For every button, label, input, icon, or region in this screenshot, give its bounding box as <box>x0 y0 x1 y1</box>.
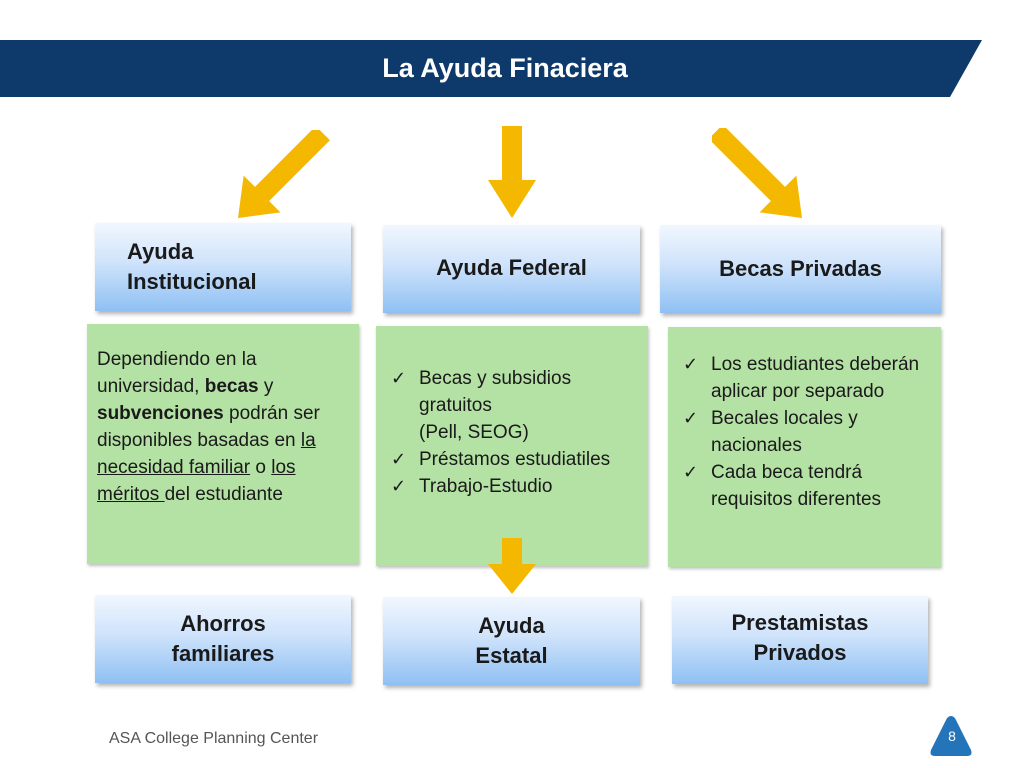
list-item: ✓Cada beca tendrá requisitos diferentes <box>681 459 933 513</box>
box-ayuda-estatal: Ayuda Estatal <box>383 597 640 685</box>
box-label: Becas Privadas <box>719 256 882 281</box>
checkmark-icon: ✓ <box>683 462 699 482</box>
checkmark-icon: ✓ <box>391 368 407 388</box>
checkmark-icon: ✓ <box>683 408 699 428</box>
institucional-paragraph: Dependiendo en la universidad, becas y s… <box>97 349 320 505</box>
box-line: Prestamistas <box>731 610 869 635</box>
title-banner-shape <box>0 40 982 97</box>
box-line: Ahorros <box>180 611 266 636</box>
checkmark-icon: ✓ <box>391 449 407 469</box>
box-becas-privadas: Becas Privadas <box>660 225 941 313</box>
box-line: Ayuda <box>127 239 194 264</box>
box-line: familiares <box>171 641 275 666</box>
footer-text: ASA College Planning Center <box>109 730 319 747</box>
list-item: ✓Becas y subsidios gratuitos(Pell, SEOG) <box>389 365 638 446</box>
list-item: ✓Préstamos estudiatiles <box>389 446 638 473</box>
privadas-list: ✓Los estudiantes deberán aplicar por sep… <box>668 327 941 567</box>
box-ayuda-institucional: Ayuda Institucional <box>95 223 351 311</box>
box-label: Ayuda Federal <box>436 255 587 280</box>
box-ahorros-familiares: Ahorros familiares <box>95 595 351 683</box>
list-item: ✓Los estudiantes deberán aplicar por sep… <box>681 351 933 405</box>
down-left-arrow-icon <box>238 130 330 218</box>
box-prestamistas-privados: Prestamistas Privados <box>672 596 928 684</box>
box-line: Institucional <box>127 269 257 294</box>
page-title: La Ayuda Finaciera <box>382 53 628 83</box>
title-banner: La Ayuda Finaciera <box>0 40 990 97</box>
box-line: Privados <box>753 640 847 665</box>
box-line: Ayuda <box>478 613 545 638</box>
box-line: Estatal <box>475 643 548 668</box>
page-number: 8 <box>948 728 956 744</box>
list-item: ✓Becales locales y nacionales <box>681 405 933 459</box>
institucional-description: Dependiendo en la universidad, becas y s… <box>87 324 359 564</box>
checkmark-icon: ✓ <box>391 476 407 496</box>
down-arrow-icon <box>488 538 536 594</box>
federal-list: ✓Becas y subsidios gratuitos(Pell, SEOG)… <box>376 326 648 566</box>
down-right-arrow-icon <box>712 128 802 218</box>
list-item: ✓Trabajo-Estudio <box>389 473 638 500</box>
triangle-logo-icon <box>930 716 972 756</box>
box-ayuda-federal: Ayuda Federal <box>383 225 640 313</box>
down-arrow-icon <box>488 126 536 218</box>
checkmark-icon: ✓ <box>683 354 699 374</box>
